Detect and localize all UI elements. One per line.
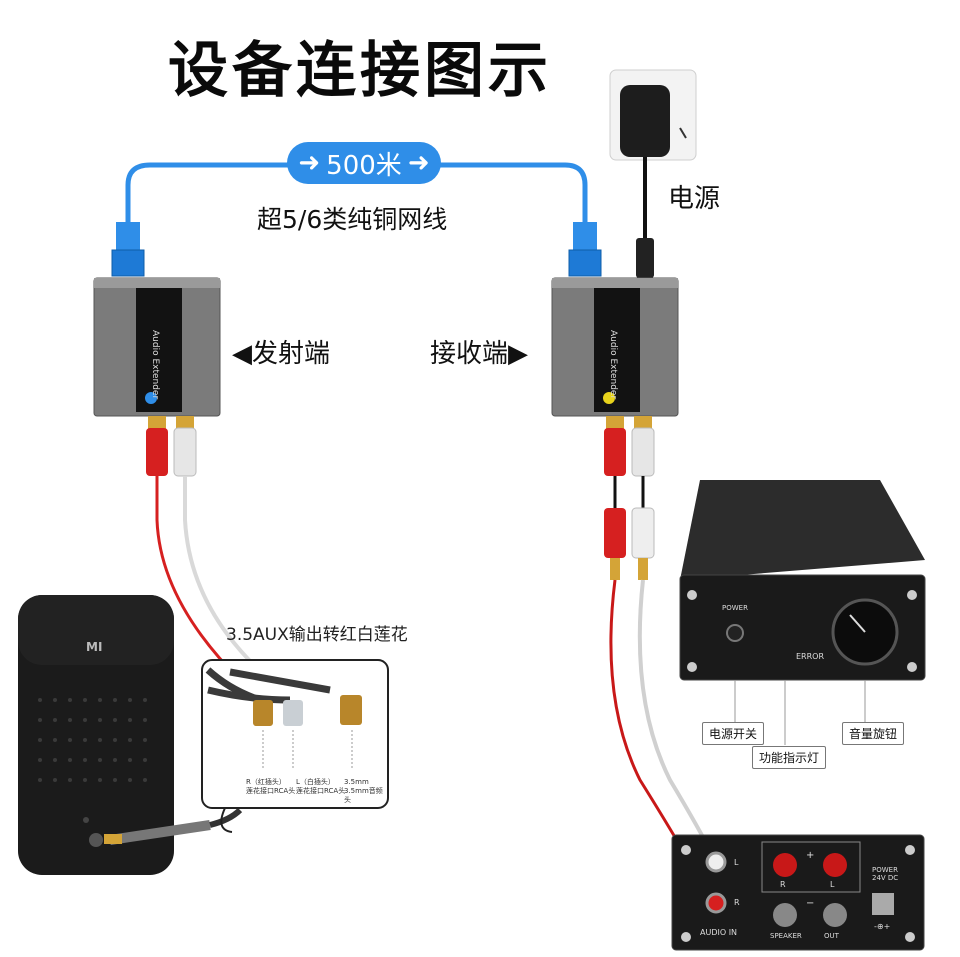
receiver-label: 接收端▶ [430, 339, 529, 369]
transmitter-device: Audio Extender [93, 277, 221, 477]
amp-out-text: OUT [824, 932, 839, 940]
plug-l-caption: L（白插头） 莲花接口RCA头 [296, 778, 346, 795]
callout-volume: 音量旋钮 [842, 722, 905, 745]
amp-dc-symbol: -⊕+ [874, 922, 891, 931]
amp-speaker-r-text: R [780, 880, 786, 889]
amp-r-text: R [734, 898, 740, 907]
amp-speaker-text: SPEAKER [770, 932, 802, 940]
rj45-connector-rx [568, 222, 602, 277]
receiver-device: Audio Extender [551, 277, 679, 477]
aux-cable-inset [201, 659, 389, 833]
tx-white-wire [183, 476, 272, 682]
amp-error-text: ERROR [796, 652, 825, 661]
distance-badge: ➜ 500米 ➜ [287, 142, 441, 184]
page-title: 设备连接图示 [168, 36, 552, 106]
plug-35-caption: 3.5mm 3.5mm音频头 [344, 778, 383, 804]
callout-indicator: 功能指示灯 [752, 746, 827, 769]
rj45-connector-tx [111, 222, 145, 277]
power-label: 电源 [668, 184, 721, 214]
arrow-right-icon: ▶ [508, 339, 529, 369]
amp-plus-text: + [806, 850, 815, 861]
amp-back-power-text: POWER 24V DC [872, 866, 899, 882]
plug-r-caption: R（红插头） 莲花接口RCA头 [246, 778, 296, 795]
callout-power-switch: 电源开关 [702, 722, 765, 745]
aux-label: 3.5AUX输出转红白莲花 [226, 625, 408, 645]
amplifier-front [679, 480, 926, 745]
amp-l-text: L [734, 858, 739, 867]
arrow-right-icon: ➜ [407, 148, 430, 178]
network-cable [125, 162, 588, 230]
rx-white-wire [637, 579, 717, 861]
amp-minus-text: − [806, 898, 815, 909]
wall-socket [609, 69, 697, 161]
arrow-left-icon: ◀ [232, 339, 252, 369]
svg-text:Audio Extender: Audio Extender [150, 330, 160, 399]
amp-audio-in-text: AUDIO IN [700, 928, 738, 937]
amp-power-text: POWER [722, 604, 748, 612]
smart-speaker [18, 595, 174, 875]
amplifier-back [671, 834, 925, 951]
svg-text:Audio Extender: Audio Extender [608, 330, 618, 399]
transmitter-label: ◀发射端 [232, 339, 331, 369]
amp-speaker-l-text: L [830, 880, 835, 889]
distance-label: 500米 [326, 150, 402, 181]
cable-type-label: 超5/6类纯铜网线 [257, 205, 448, 234]
speaker-logo: MI [86, 640, 103, 654]
arrow-right-icon: ➜ [298, 148, 321, 178]
